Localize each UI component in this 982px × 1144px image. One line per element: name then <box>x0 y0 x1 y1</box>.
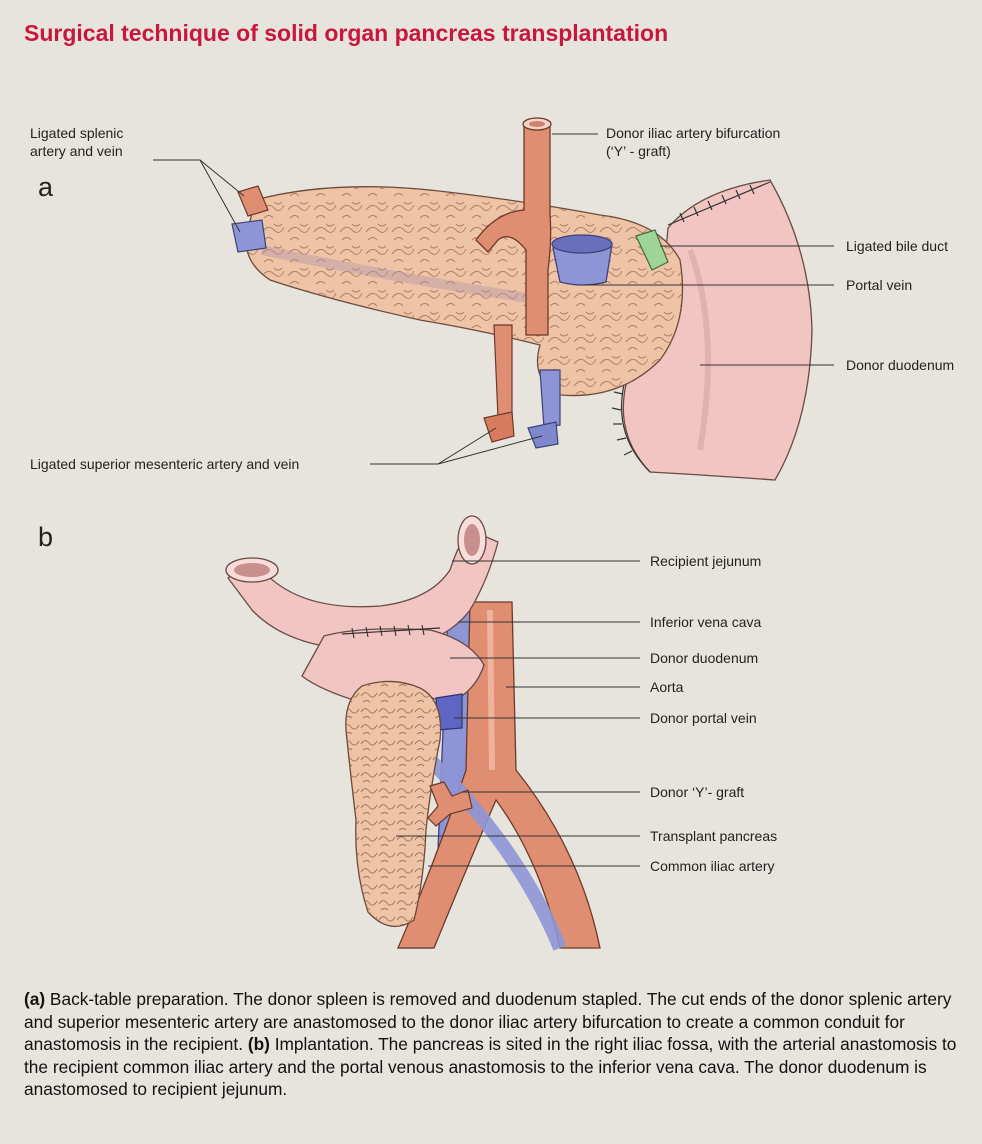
panel-a-letter: a <box>38 172 53 203</box>
label-donor-duodenum-a: Donor duodenum <box>846 356 954 374</box>
label-sma-smv: Ligated superior mesenteric artery and v… <box>30 455 299 473</box>
label-portal-vein: Portal vein <box>846 276 912 294</box>
figure-caption: (a) Back-table preparation. The donor sp… <box>24 988 964 1101</box>
splenic-artery-stump <box>238 186 268 216</box>
label-bile-duct: Ligated bile duct <box>846 237 948 255</box>
label-donor-portal-vein: Donor portal vein <box>650 709 757 727</box>
label-y-graft-line1: Donor iliac artery bifurcation <box>606 124 780 142</box>
label-y-graft-line2: (‘Y’ - graft) <box>606 142 671 160</box>
label-splenic-line1: Ligated splenic <box>30 124 123 142</box>
anatomy-illustration <box>0 0 982 980</box>
panel-b-drawing <box>226 516 640 948</box>
label-splenic-line2: artery and vein <box>30 142 123 160</box>
panel-a-drawing <box>153 118 834 480</box>
label-donor-duodenum-b: Donor duodenum <box>650 649 758 667</box>
label-recipient-jejunum: Recipient jejunum <box>650 552 761 570</box>
caption-b-tag: (b) <box>248 1034 270 1054</box>
label-common-iliac-artery: Common iliac artery <box>650 857 774 875</box>
label-donor-y-graft: Donor ‘Y’- graft <box>650 783 744 801</box>
sma-a <box>494 325 512 418</box>
label-transplant-pancreas: Transplant pancreas <box>650 827 777 845</box>
label-ivc: Inferior vena cava <box>650 613 761 631</box>
panel-b-letter: b <box>38 522 53 553</box>
splenic-vein-stump <box>232 220 266 252</box>
caption-a-tag: (a) <box>24 989 45 1009</box>
smv-a <box>540 370 560 428</box>
label-aorta: Aorta <box>650 678 683 696</box>
